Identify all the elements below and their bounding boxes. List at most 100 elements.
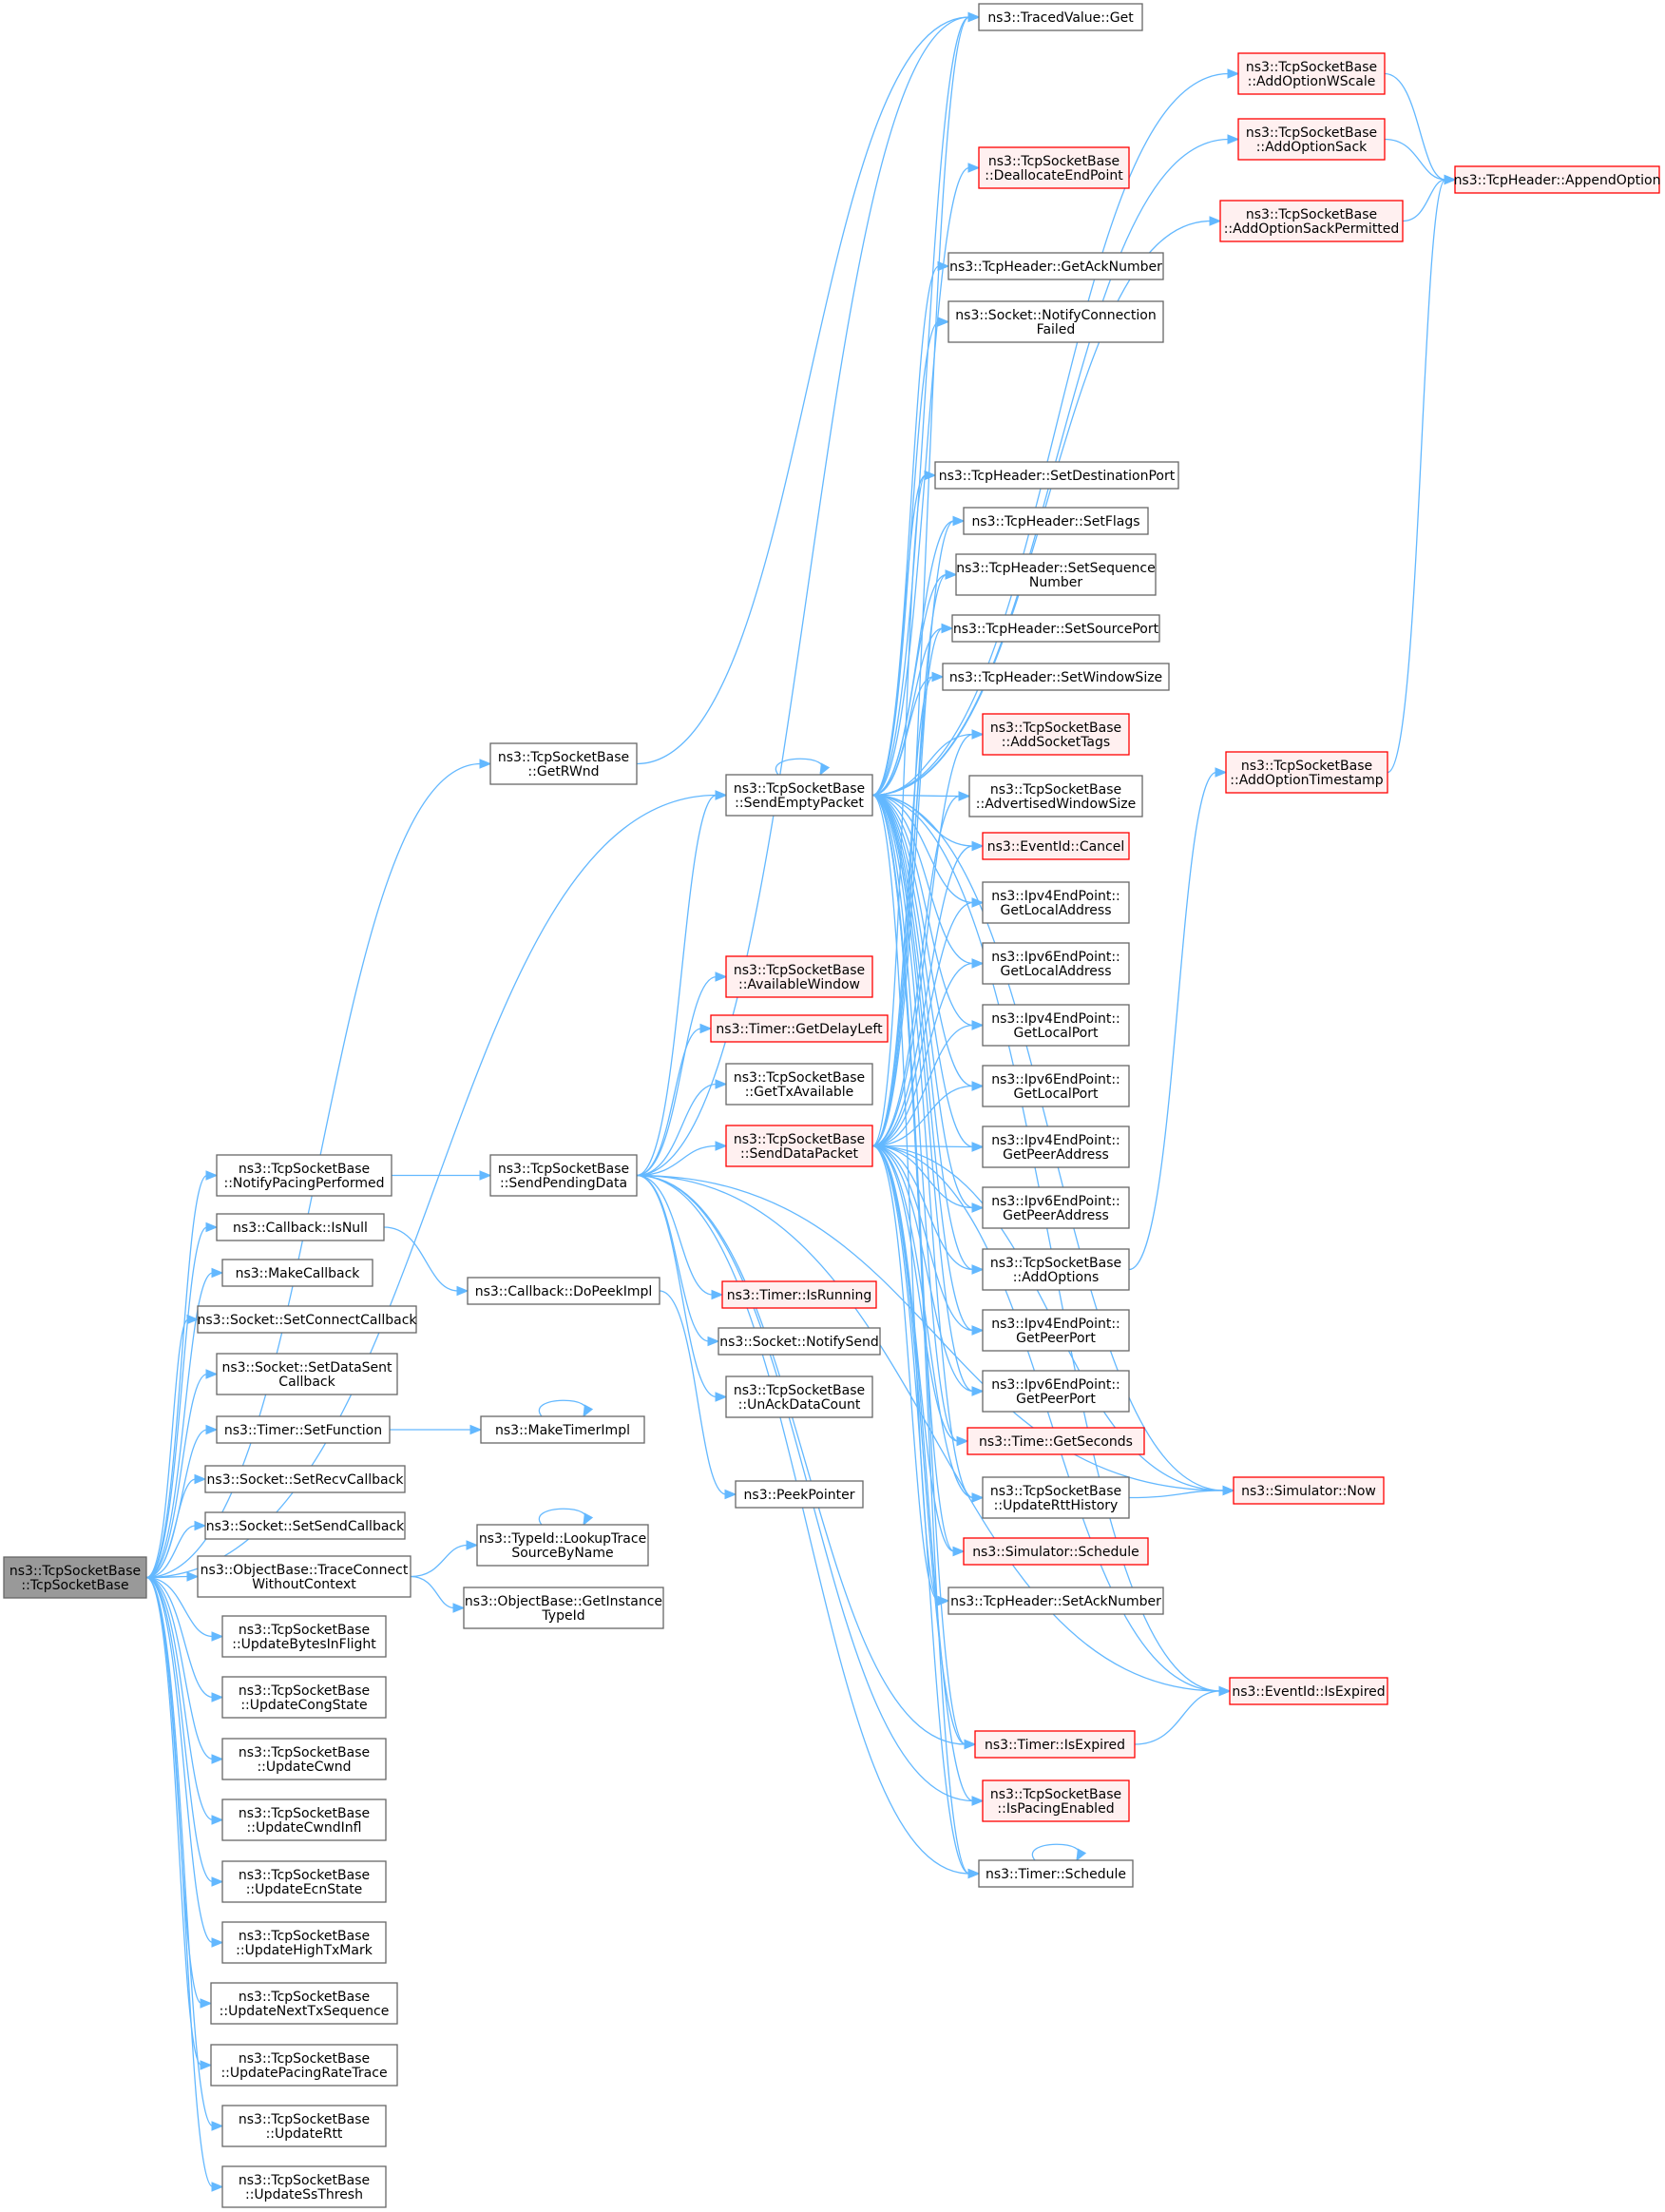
node-eventid-isexpired[interactable]: ns3::EventId::IsExpired xyxy=(1229,1677,1388,1705)
node-box xyxy=(982,1186,1130,1229)
node-notifysend[interactable]: ns3::Socket::NotifySend xyxy=(718,1327,881,1356)
node-sendemptypacket[interactable]: ns3::TcpSocketBase::SendEmptyPacket xyxy=(725,774,873,817)
node-appendoption[interactable]: ns3::TcpHeader::AppendOption xyxy=(1454,165,1661,194)
edge-addoptionwscale-to-appendoption xyxy=(1384,72,1446,181)
node-ipv6-getpeerport[interactable]: ns3::Ipv6EndPoint::GetPeerPort xyxy=(982,1370,1130,1413)
node-ipv6-getlocalport[interactable]: ns3::Ipv6EndPoint::GetLocalPort xyxy=(982,1065,1130,1107)
node-updatertt[interactable]: ns3::TcpSocketBase::UpdateRtt xyxy=(221,2105,387,2147)
node-setsendcallback[interactable]: ns3::Socket::SetSendCallback xyxy=(204,1511,406,1540)
node-ipv6-getpeeraddress[interactable]: ns3::Ipv6EndPoint::GetPeerAddress xyxy=(982,1186,1130,1229)
node-timer-isrunning[interactable]: ns3::Timer::IsRunning xyxy=(721,1280,877,1309)
node-unackdatacount[interactable]: ns3::TcpSocketBase::UnAckDataCount xyxy=(725,1375,873,1418)
node-notifypacingperformed[interactable]: ns3::TcpSocketBase::NotifyPacingPerforme… xyxy=(216,1154,392,1197)
edge-senddatapacket-to-ipv6_getpeerport xyxy=(871,1144,974,1393)
node-deallocateendpoint[interactable]: ns3::TcpSocketBase::DeallocateEndPoint xyxy=(978,146,1130,189)
node-box xyxy=(1454,165,1660,194)
node-gettxavailable[interactable]: ns3::TcpSocketBase::GetTxAvailable xyxy=(725,1063,873,1106)
node-timer-setfunction[interactable]: ns3::Timer::SetFunction xyxy=(216,1415,391,1444)
node-ispacingenabled[interactable]: ns3::TcpSocketBase::IsPacingEnabled xyxy=(982,1779,1130,1822)
node-updatebytesinflight[interactable]: ns3::TcpSocketBase::UpdateBytesInFlight xyxy=(221,1615,387,1658)
node-label-line: ns3::TcpSocketBase xyxy=(988,154,1120,169)
edge-root-to-updatecwndinfl-arrowhead xyxy=(211,1815,224,1825)
node-setwindowsize[interactable]: ns3::TcpHeader::SetWindowSize xyxy=(942,663,1170,691)
node-setrecvcallback[interactable]: ns3::Socket::SetRecvCallback xyxy=(204,1465,406,1493)
node-getacknumber[interactable]: ns3::TcpHeader::GetAckNumber xyxy=(947,252,1164,280)
node-label-line: ns3::TcpSocketBase xyxy=(498,750,629,765)
node-box xyxy=(1237,52,1386,95)
node-updatessthresh[interactable]: ns3::TcpSocketBase::UpdateSsThresh xyxy=(221,2165,387,2208)
node-updatecwndinfl[interactable]: ns3::TcpSocketBase::UpdateCwndInfl xyxy=(221,1798,387,1841)
node-availablewindow[interactable]: ns3::TcpSocketBase::AvailableWindow xyxy=(725,955,873,998)
edge-senddatapacket-to-timer_schedule xyxy=(871,1144,970,1875)
edge-root-to-updatebytesinflight-arrowhead xyxy=(211,1631,224,1642)
edge-sendemptypacket-to-ipv4_getpeeraddress xyxy=(871,794,974,1148)
node-eventid-cancel[interactable]: ns3::EventId::Cancel xyxy=(982,832,1130,860)
node-box xyxy=(982,1125,1130,1168)
node-ipv4-getpeeraddress[interactable]: ns3::Ipv4EndPoint::GetPeerAddress xyxy=(982,1125,1130,1168)
node-label-line: ::AdvertisedWindowSize xyxy=(976,797,1136,812)
node-ipv4-getpeerport[interactable]: ns3::Ipv4EndPoint::GetPeerPort xyxy=(982,1309,1130,1352)
node-updaterttthistory[interactable]: ns3::TcpSocketBase::UpdateRttHistory xyxy=(982,1476,1130,1519)
node-addoptionsackpermitted[interactable]: ns3::TcpSocketBase::AddOptionSackPermitt… xyxy=(1219,200,1404,242)
edge-addoptiontimestamp-to-appendoption-arrowhead xyxy=(1444,174,1457,185)
edge-senddatapacket-to-setsourceport xyxy=(871,627,944,1147)
node-time-getseconds[interactable]: ns3::Time::GetSeconds xyxy=(966,1427,1145,1455)
node-tracedvalue-get[interactable]: ns3::TracedValue::Get xyxy=(978,3,1143,31)
node-root[interactable]: ns3::TcpSocketBase::TcpSocketBase xyxy=(3,1556,147,1599)
node-updatecwnd[interactable]: ns3::TcpSocketBase::UpdateCwnd xyxy=(221,1738,387,1780)
node-sendpendingdata[interactable]: ns3::TcpSocketBase::SendPendingData xyxy=(489,1154,638,1197)
node-ipv4-getlocaladdress[interactable]: ns3::Ipv4EndPoint::GetLocalAddress xyxy=(982,881,1130,924)
node-box xyxy=(489,742,638,785)
node-label-line: ::UpdateNextTxSequence xyxy=(220,2004,390,2019)
node-timer-schedule[interactable]: ns3::Timer::Schedule xyxy=(978,1859,1134,1888)
node-simulator-now[interactable]: ns3::Simulator::Now xyxy=(1233,1476,1385,1505)
node-addoptionwscale[interactable]: ns3::TcpSocketBase::AddOptionWScale xyxy=(1237,52,1386,95)
node-label-line: ns3::Ipv4EndPoint:: xyxy=(991,1133,1120,1148)
node-setdestinationport[interactable]: ns3::TcpHeader::SetDestinationPort xyxy=(934,461,1179,490)
node-simulator-schedule[interactable]: ns3::Simulator::Schedule xyxy=(963,1537,1149,1566)
edge-sendpendingdata-to-getdelayleft-arrowhead xyxy=(699,1023,713,1034)
node-traceconnectwithoutcontext[interactable]: ns3::ObjectBase::TraceConnectWithoutCont… xyxy=(197,1555,411,1598)
node-addoptiontimestamp[interactable]: ns3::TcpSocketBase::AddOptionTimestamp xyxy=(1225,751,1388,794)
node-callback-dopeekimpl[interactable]: ns3::Callback::DoPeekImpl xyxy=(467,1277,660,1305)
node-addsockettags[interactable]: ns3::TcpSocketBase::AddSocketTags xyxy=(982,713,1130,756)
node-updatenexttxsequence[interactable]: ns3::TcpSocketBase::UpdateNextTxSequence xyxy=(210,1982,398,2025)
node-updatepacingratetrace[interactable]: ns3::TcpSocketBase::UpdatePacingRateTrac… xyxy=(210,2044,398,2087)
node-updatehightxmark[interactable]: ns3::TcpSocketBase::UpdateHighTxMark xyxy=(221,1921,387,1964)
node-label-line: ns3::TcpSocketBase xyxy=(239,1745,370,1760)
node-maketimerimpl[interactable]: ns3::MakeTimerImpl xyxy=(480,1415,645,1444)
node-ipv4-getlocalport[interactable]: ns3::Ipv4EndPoint::GetLocalPort xyxy=(982,1004,1130,1047)
node-setconnectcallback[interactable]: ns3::Socket::SetConnectCallback xyxy=(197,1305,417,1334)
node-addoptionsack[interactable]: ns3::TcpSocketBase::AddOptionSack xyxy=(1237,118,1386,161)
node-callback-isnull[interactable]: ns3::Callback::IsNull xyxy=(216,1213,385,1241)
node-box xyxy=(968,775,1143,817)
edge-senddatapacket-to-ipv4_getlocalport-arrowhead xyxy=(971,1020,985,1030)
node-addoptions[interactable]: ns3::TcpSocketBase::AddOptions xyxy=(982,1248,1130,1291)
node-box xyxy=(955,553,1157,596)
node-label-line: ::IsPacingEnabled xyxy=(997,1801,1114,1817)
node-advertisedwindowsize[interactable]: ns3::TcpSocketBase::AdvertisedWindowSize xyxy=(968,775,1143,817)
node-updatecongstate[interactable]: ns3::TcpSocketBase::UpdateCongState xyxy=(221,1676,387,1719)
node-peekpointer[interactable]: ns3::PeekPointer xyxy=(735,1480,864,1509)
node-getdelayleft[interactable]: ns3::Timer::GetDelayLeft xyxy=(710,1014,889,1043)
node-ipv6-getlocaladdress[interactable]: ns3::Ipv6EndPoint::GetLocalAddress xyxy=(982,942,1130,985)
node-label-line: ns3::MakeTimerImpl xyxy=(495,1423,630,1438)
node-box xyxy=(489,1154,638,1197)
node-setsourceport[interactable]: ns3::TcpHeader::SetSourcePort xyxy=(951,614,1160,643)
node-makecallback[interactable]: ns3::MakeCallback xyxy=(221,1259,373,1287)
edge-maketimerimpl-to-maketimerimpl-arrowhead xyxy=(583,1404,594,1418)
edge-senddatapacket-to-setsequencenumber-arrowhead xyxy=(945,569,958,580)
node-setflags[interactable]: ns3::TcpHeader::SetFlags xyxy=(963,507,1149,535)
edge-sendpendingdata-to-timer_isexpired xyxy=(636,1174,966,1745)
node-timer-isexpired[interactable]: ns3::Timer::IsExpired xyxy=(974,1730,1136,1759)
node-getrwnd[interactable]: ns3::TcpSocketBase::GetRWnd xyxy=(489,742,638,785)
node-senddatapacket[interactable]: ns3::TcpSocketBase::SendDataPacket xyxy=(725,1125,873,1167)
node-updateecnstate[interactable]: ns3::TcpSocketBase::UpdateEcnState xyxy=(221,1860,387,1903)
node-setacknumber[interactable]: ns3::TcpHeader::SetAckNumber xyxy=(947,1587,1164,1615)
node-box xyxy=(982,1370,1130,1413)
